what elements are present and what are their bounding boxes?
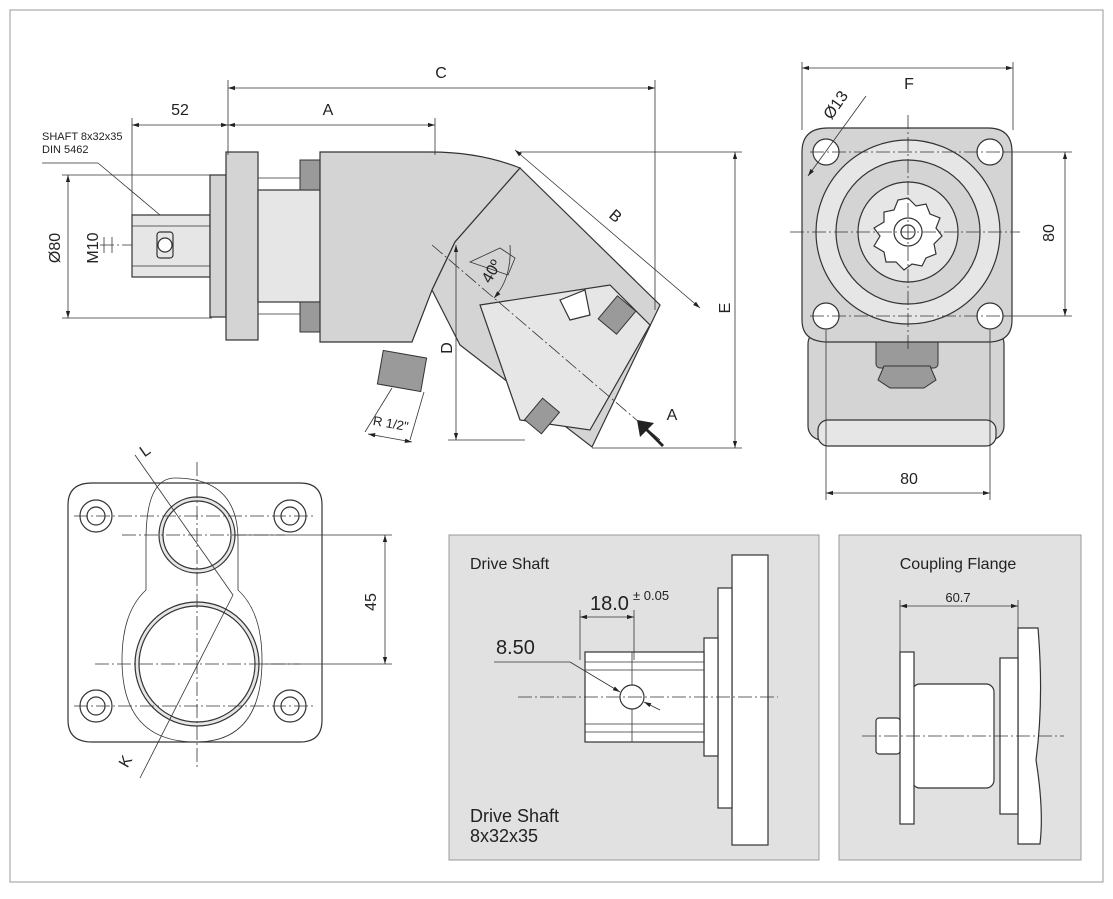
drive-shaft-caption-line1: Drive Shaft [470, 806, 559, 826]
drive-shaft-dim-diameter: 8.50 [496, 637, 535, 659]
dim-52-label: 52 [171, 102, 189, 119]
dim-b-label: B [605, 207, 624, 227]
dim-e-label: E [717, 303, 734, 314]
port-label-k: K [116, 753, 136, 771]
port-label-l: L [137, 442, 154, 461]
dim-d-label: D [439, 342, 456, 354]
drive-shaft-dim-length: 18.0 [590, 593, 629, 615]
dim-bolt-label: Ø13 [821, 88, 852, 123]
coupling-dim-width: 60.7 [945, 590, 970, 605]
dim-a-label: A [323, 102, 334, 119]
dim-f-label: F [904, 76, 914, 93]
dim-45-label: 45 [363, 593, 380, 611]
side-view: C A 52 B E D Ø80 M10 40º R 1/2" A SHAFT … [42, 65, 742, 449]
sheet-border [9, 9, 1104, 883]
front-view: F Ø13 80 80 [790, 62, 1072, 500]
drive-shaft-panel: Drive Shaft 18.0 ± 0.05 8.50 Drive Shaft… [448, 534, 820, 861]
dim-m10-label: M10 [85, 232, 102, 263]
dim-o80-label: Ø80 [47, 233, 64, 263]
port-thread-label: R 1/2" [372, 413, 410, 434]
coupling-flange-panel: Coupling Flange 60.7 [838, 534, 1082, 861]
dim-80-vertical-label: 80 [1041, 224, 1058, 242]
dim-c-label: C [435, 65, 447, 82]
dim-80-horizontal-label: 80 [900, 471, 918, 488]
shaft-note-line1: SHAFT 8x32x35 [42, 131, 123, 143]
port-flange-view: L K 45 [67, 442, 392, 779]
drive-shaft-title: Drive Shaft [470, 556, 550, 573]
coupling-title: Coupling Flange [900, 556, 1017, 573]
port-arrow-label: A [667, 407, 678, 424]
drive-shaft-tolerance: ± 0.05 [633, 588, 669, 603]
shaft-note-line2: DIN 5462 [42, 144, 88, 156]
drive-shaft-caption-line2: 8x32x35 [470, 826, 538, 846]
